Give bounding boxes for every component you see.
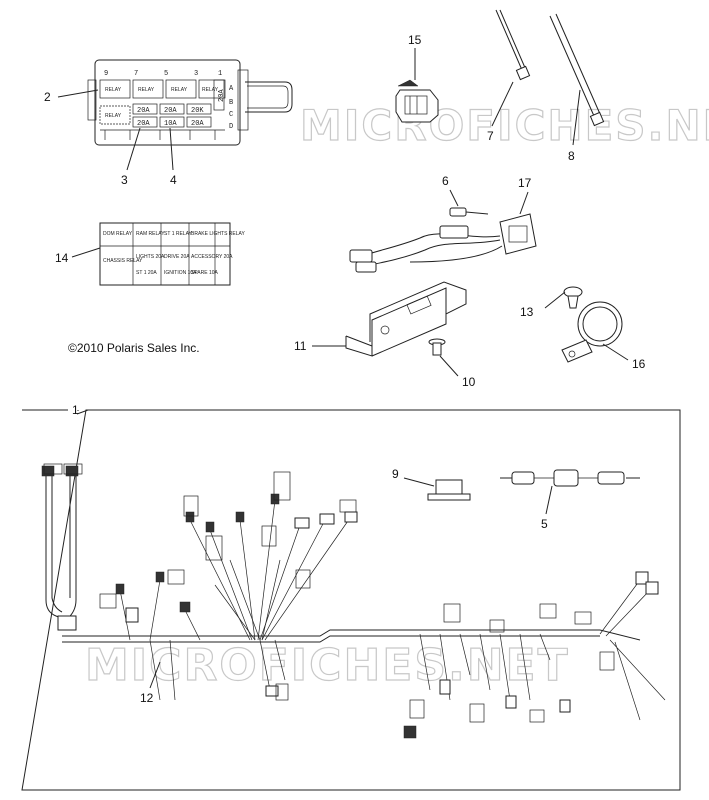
copyright: ©2010 Polaris Sales Inc. [68, 341, 200, 355]
callout-12: 12 [140, 691, 154, 705]
row-d: D [229, 123, 233, 131]
callout-6: 6 [442, 174, 449, 188]
callout-17: 17 [518, 176, 532, 190]
fuse-r1-1: 20A [137, 107, 150, 115]
callout-2: 2 [44, 90, 51, 104]
main-harness-1[interactable] [21, 409, 681, 791]
fuse-box-row-letters: A B C D [229, 85, 234, 131]
callout-8: 8 [568, 149, 575, 163]
callout-14: 14 [55, 251, 69, 265]
fuse-r2-2: 10A [164, 120, 177, 128]
callout-9: 9 [392, 467, 399, 481]
rivet-13[interactable] [563, 286, 583, 309]
clamp-16[interactable] [561, 301, 623, 363]
callout-13: 13 [520, 305, 534, 319]
col-5: 5 [164, 70, 168, 78]
fuse-r1-2: 20A [164, 107, 177, 115]
screw-6[interactable] [449, 207, 489, 217]
inline-fuse-5[interactable] [500, 469, 640, 487]
card-cell-4: BRAKE LIGHTS RELAY [191, 231, 245, 237]
card-cell-12: SPARE 10A [191, 270, 219, 276]
label-card-14[interactable]: DOM RELAY RAM RELAY ST 1 RELAY BRAKE LIG… [99, 222, 245, 286]
fuse-box[interactable]: 9 7 5 3 1 A B C D RELAY RELAY RELAY RELA… [87, 59, 293, 146]
fuse-holder-9[interactable] [427, 479, 471, 501]
card-cell-10: ST 1 20A [136, 270, 157, 276]
callout-7: 7 [487, 129, 494, 143]
connector-15[interactable] [395, 79, 439, 123]
card-cell-6: LIGHTS 20A [136, 254, 165, 260]
card-cell-3: ST 1 RELAY [164, 231, 193, 237]
callout-4: 4 [170, 173, 177, 187]
callout-1: 1 [72, 403, 79, 417]
sub-harness-17[interactable] [349, 213, 537, 273]
fuse-box-column-numbers: 9 7 5 3 1 [104, 70, 222, 78]
pushpin-10[interactable] [428, 338, 446, 356]
relay-5-label: RELAY [105, 113, 122, 119]
watermark-top: MICROFICHES.NET [300, 101, 709, 150]
fuse-r2-3: 20A [191, 120, 204, 128]
relay-3-label: RELAY [171, 87, 188, 93]
cable-tie-8[interactable] [549, 13, 605, 127]
relay-2-label: RELAY [138, 87, 155, 93]
cable-tie-7[interactable] [495, 9, 531, 81]
card-cell-11: IGNITION 10A [164, 270, 197, 276]
side-fuse-label: 20A [218, 89, 226, 102]
col-9: 9 [104, 70, 108, 78]
card-cell-5: CHASSIS RELAY [103, 258, 143, 264]
callout-5: 5 [541, 517, 548, 531]
relay-1-label: RELAY [105, 87, 122, 93]
callout-10: 10 [462, 375, 476, 389]
row-b: B [229, 99, 233, 107]
relay-4-label: RELAY [202, 87, 219, 93]
bracket-11[interactable] [345, 281, 467, 357]
watermark-bottom: MICROFICHES.NET [85, 640, 570, 691]
col-7: 7 [134, 70, 138, 78]
card-cell-8: ACCESSORY 20A [191, 254, 233, 260]
card-cell-2: RAM RELAY [136, 231, 165, 237]
callout-15: 15 [408, 33, 422, 47]
fuse-r1-3: 20K [191, 107, 204, 115]
col-3: 3 [194, 70, 198, 78]
callout-11: 11 [294, 339, 307, 353]
callout-3: 3 [121, 173, 128, 187]
row-a: A [229, 85, 234, 93]
fuse-r2-1: 20A [137, 120, 150, 128]
card-cell-7: DRIVE 20A [164, 254, 190, 260]
col-1: 1 [218, 70, 222, 78]
card-cell-1: DOM RELAY [103, 231, 133, 237]
callout-16: 16 [632, 357, 646, 371]
row-c: C [229, 111, 233, 119]
